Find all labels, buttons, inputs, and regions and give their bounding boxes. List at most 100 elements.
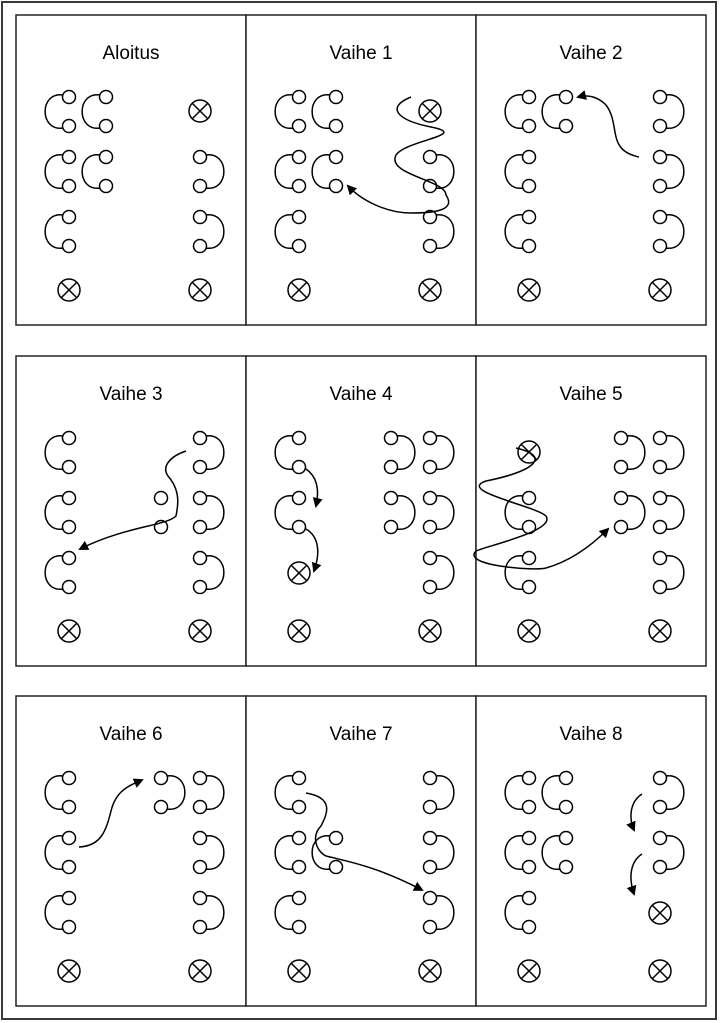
node-pair (504, 770, 537, 815)
pair-node-top (291, 89, 307, 105)
pair-node-bottom (291, 459, 307, 475)
pair-arc (665, 154, 685, 189)
panel-border (475, 695, 707, 1007)
node-pair (541, 770, 574, 815)
pair-node-top (521, 209, 537, 225)
panel-step-6: Vaihe 6 (15, 695, 247, 1007)
down-arrow (626, 793, 643, 832)
node-pair (192, 430, 225, 475)
wiggle-arrow (305, 792, 424, 891)
crossed-circle-icon (517, 278, 541, 302)
pair-node-top (652, 830, 668, 846)
node-pair (81, 149, 114, 194)
pair-node-top (328, 149, 344, 165)
pair-arc (81, 94, 101, 129)
pair-arc (435, 495, 455, 530)
pair-node-top (613, 490, 629, 506)
pair-node-bottom (521, 579, 537, 595)
pair-node-top (192, 550, 208, 566)
crossed-circle-icon (57, 619, 81, 643)
node-pair (311, 149, 344, 194)
pair-node-bottom (652, 178, 668, 194)
panel-step-8: Vaihe 8 (475, 695, 707, 1007)
pair-node-top (613, 430, 629, 446)
pair-node-bottom (98, 178, 114, 194)
pair-node-top (291, 209, 307, 225)
node-pair (541, 830, 574, 875)
crossed-circle-icon (57, 959, 81, 983)
pair-node-top (422, 430, 438, 446)
node-pair (274, 149, 307, 194)
pair-arc (311, 154, 331, 189)
pair-node-top (422, 890, 438, 906)
node-pair (652, 430, 685, 475)
cross-line (651, 622, 669, 640)
pair-node-top (192, 890, 208, 906)
pair-node-bottom (422, 459, 438, 475)
down-arrow (626, 853, 643, 896)
node-pair (192, 770, 225, 815)
pair-node-bottom (61, 799, 77, 815)
crossed-circle-icon (287, 619, 311, 643)
panel-border (15, 355, 247, 667)
pair-node-top (192, 490, 208, 506)
node-pair (613, 430, 646, 475)
pair-node-bottom (613, 519, 629, 535)
pair-node-top (422, 770, 438, 786)
pair-arc (665, 775, 685, 810)
node-pair (153, 770, 186, 815)
node-pair (422, 490, 455, 535)
pair-arc (626, 435, 646, 470)
cross-line (651, 281, 669, 299)
pair-node-bottom (61, 919, 77, 935)
pair-arc (44, 435, 64, 470)
pair-arc (435, 835, 455, 870)
pair-node-top (61, 490, 77, 506)
panel-start: Aloitus (15, 14, 247, 326)
node-pair (383, 430, 416, 475)
node-pair (44, 89, 77, 134)
cross-line (421, 281, 439, 299)
node-pair (44, 890, 77, 935)
pair-node-top (521, 89, 537, 105)
pair-node-top (61, 890, 77, 906)
panel-step-4: Vaihe 4 (245, 355, 477, 667)
pair-node-bottom (422, 519, 438, 535)
pair-node-top (558, 830, 574, 846)
panel-title: Vaihe 5 (559, 384, 622, 405)
cross-line (520, 962, 538, 980)
pair-node-bottom (558, 799, 574, 815)
pair-arc (665, 835, 685, 870)
node-pair (274, 209, 307, 254)
cross-line (191, 962, 209, 980)
down-arrow (305, 528, 322, 573)
crossed-circle-icon (648, 959, 672, 983)
pair-node-top (383, 490, 399, 506)
pair-arc (205, 435, 225, 470)
pair-arc (665, 214, 685, 249)
pair-arc (435, 435, 455, 470)
pair-node-bottom (422, 238, 438, 254)
pair-node-bottom (521, 238, 537, 254)
pair-arc (274, 775, 294, 810)
pair-arc (665, 495, 685, 530)
pair-node-top (422, 830, 438, 846)
pair-node-bottom (61, 579, 77, 595)
crossed-circle-icon (648, 278, 672, 302)
pair-node-bottom (192, 519, 208, 535)
pair-node-bottom (652, 118, 668, 134)
node-pair (44, 830, 77, 875)
panel-title: Vaihe 3 (99, 384, 162, 405)
pair-arc (541, 775, 561, 810)
node-pair (504, 550, 537, 595)
node-pair (422, 209, 455, 254)
pair-node-top (291, 490, 307, 506)
pair-node-bottom (192, 238, 208, 254)
pair-node-bottom (192, 799, 208, 815)
cross-line (421, 102, 439, 120)
crossed-circle-icon (418, 619, 442, 643)
cross-line (60, 622, 78, 640)
pair-node-bottom (521, 118, 537, 134)
pair-node-bottom (61, 178, 77, 194)
